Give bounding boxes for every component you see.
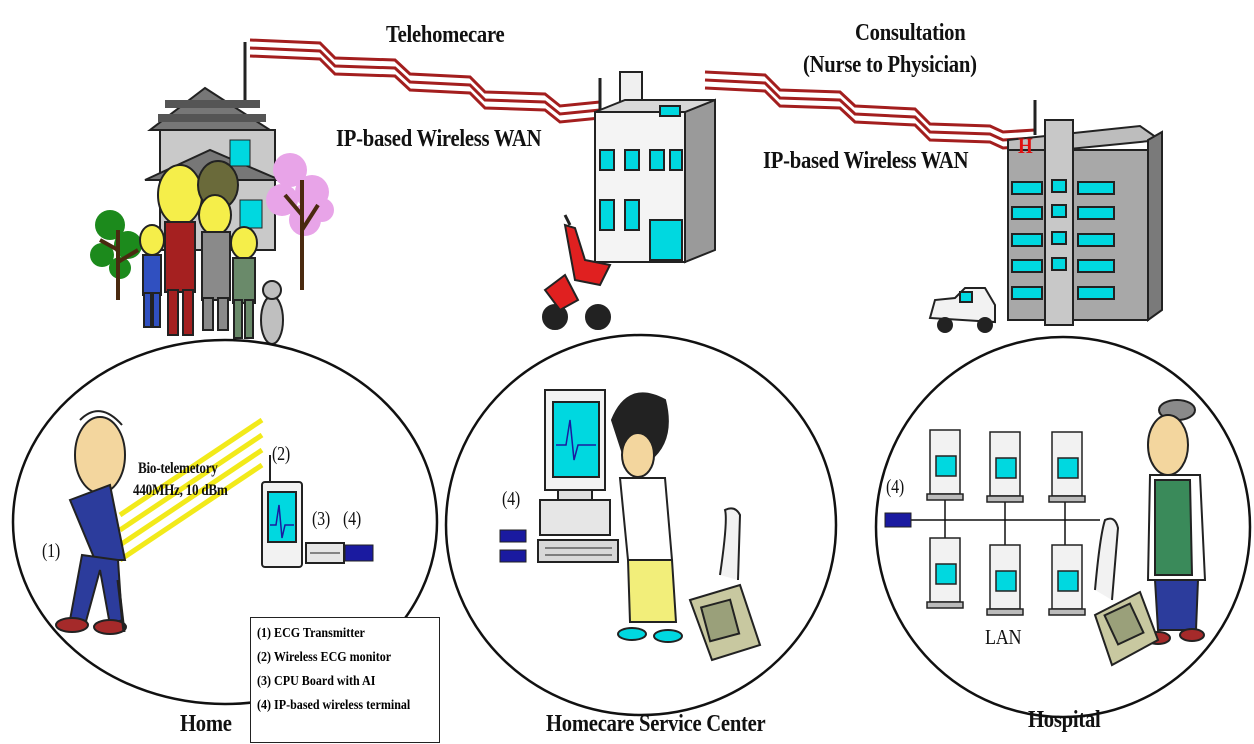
- home-marker-3: (3): [312, 508, 330, 530]
- wan-label-right: IP-based Wireless WAN: [763, 148, 969, 174]
- home-marker-2: (2): [272, 443, 290, 465]
- home-ellipse: [11, 338, 439, 706]
- home-trees: [90, 153, 334, 300]
- home-marker-4: (4): [343, 508, 361, 530]
- hospital-building: [1007, 100, 1163, 326]
- component-legend: (1) ECG Transmitter (2) Wireless ECG mon…: [250, 617, 440, 743]
- service-wireless-terminal: [499, 529, 527, 563]
- home-family: [139, 160, 284, 345]
- scooter-illustration: [542, 214, 612, 330]
- hospital-ellipse: [874, 335, 1252, 719]
- wan-label-left: IP-based Wireless WAN: [336, 126, 542, 152]
- lan-label: LAN: [985, 625, 1022, 649]
- legend-item: (4) IP-based wireless terminal: [257, 698, 411, 713]
- service-center-building: [594, 71, 716, 264]
- home-title: Home: [180, 711, 232, 737]
- consultation-sublabel: (Nurse to Physician): [803, 52, 977, 78]
- hospital-sign-letter: H: [1018, 133, 1033, 158]
- elderly-patient-illustration: [55, 410, 127, 635]
- service-marker-4: (4): [502, 488, 520, 510]
- hospital-marker-4: (4): [886, 476, 904, 498]
- home-marker-1: (1): [42, 540, 60, 562]
- service-telephone: [688, 507, 762, 662]
- legend-item: (2) Wireless ECG monitor: [257, 650, 392, 665]
- nurse-illustration: [610, 392, 683, 643]
- service-center-ellipse: [444, 333, 838, 717]
- physician-illustration: [1145, 399, 1207, 645]
- cpu-board: [305, 542, 345, 564]
- hospital-title: Hospital: [1028, 707, 1101, 733]
- bio-telemetry-label: Bio-telemetory: [138, 460, 218, 477]
- home-wireless-terminal: [344, 544, 374, 562]
- hospital-telephone: [1093, 517, 1160, 667]
- bio-telemetry-frequency: 440MHz, 10 dBm: [133, 482, 228, 499]
- wan-link-consultation: [704, 70, 1036, 150]
- car-illustration: [928, 287, 996, 333]
- wireless-ecg-monitor: [261, 455, 303, 568]
- hospital-wireless-terminal: [884, 512, 912, 528]
- legend-item: (3) CPU Board with AI: [257, 674, 376, 689]
- service-center-title: Homecare Service Center: [546, 711, 766, 737]
- wan-link-telehomecare: [249, 38, 601, 124]
- bio-telemetry-beam: [118, 417, 264, 563]
- legend-item: (1) ECG Transmitter: [257, 626, 365, 641]
- telehomecare-label: Telehomecare: [386, 22, 505, 48]
- workstation-computer: [537, 389, 619, 563]
- lan-workstations: [926, 429, 1086, 616]
- consultation-label: Consultation: [855, 20, 966, 46]
